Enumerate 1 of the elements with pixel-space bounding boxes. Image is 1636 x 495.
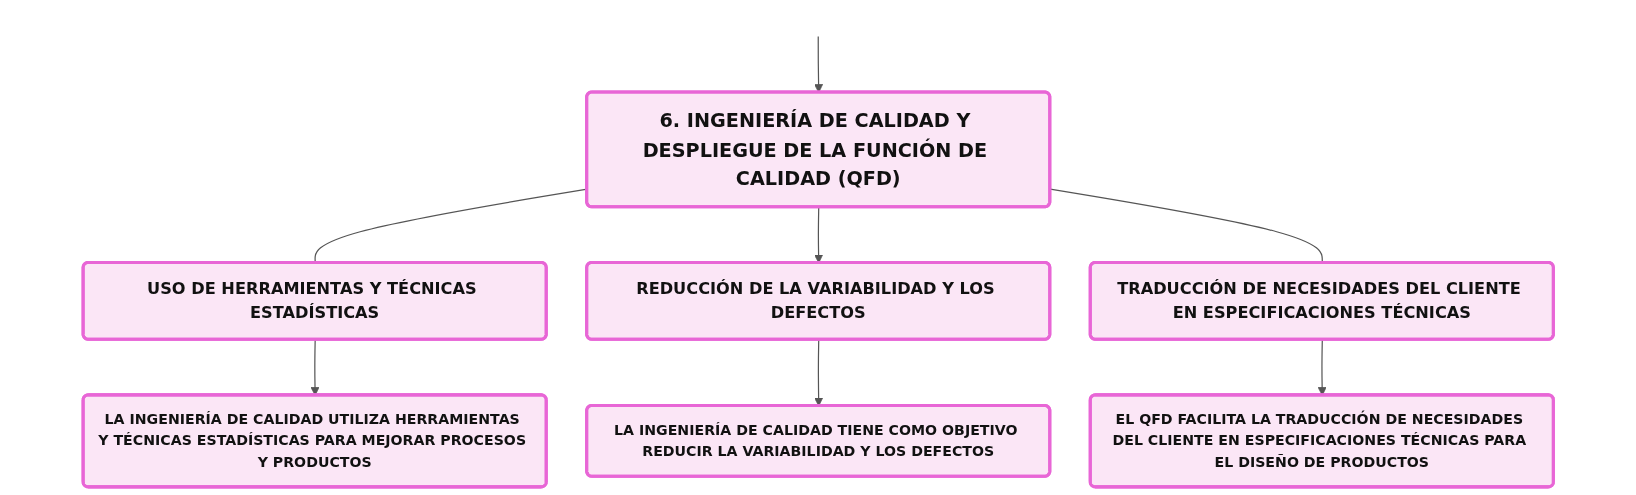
arrow (813, 35, 823, 93)
